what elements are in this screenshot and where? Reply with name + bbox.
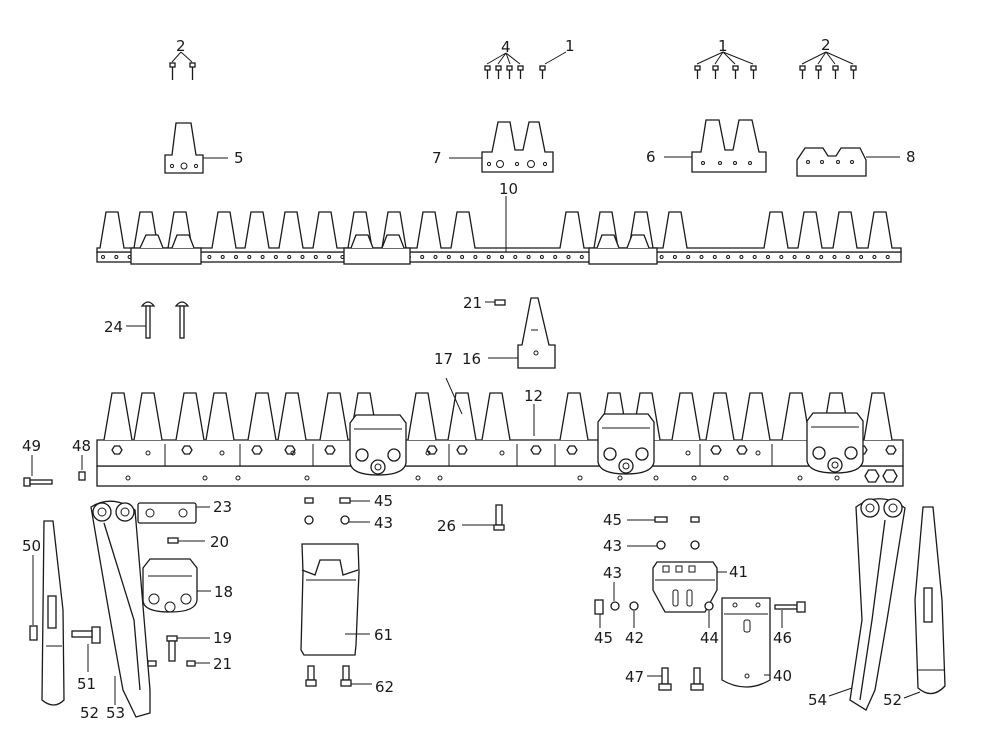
bolt-24 [126, 301, 190, 339]
callout-40: 40 [773, 667, 792, 685]
rivet-set-2-right [799, 51, 857, 79]
callout-44: 44 [700, 629, 719, 647]
callout-1: 1 [718, 37, 728, 55]
rivet-set-4 [484, 52, 524, 79]
nut-21-top [485, 299, 506, 306]
callout-12: 12 [524, 387, 543, 405]
drive-arm-54 [828, 498, 906, 711]
rivet-set-2-left [169, 51, 196, 80]
wear-plate-40 [721, 597, 771, 688]
bolt-47 [647, 667, 704, 691]
callout-43: 43 [603, 537, 622, 555]
callout-21: 21 [463, 294, 482, 312]
callout-51: 51 [77, 675, 96, 693]
callout-5: 5 [234, 149, 244, 167]
knife-section-low-8 [796, 147, 900, 177]
callout-45: 45 [603, 511, 622, 529]
callout-62: 62 [375, 678, 394, 696]
bolt-19 [166, 635, 210, 662]
callout-17: 17 [434, 350, 453, 368]
knife-section-double-7 [449, 121, 554, 173]
hold-down-23 [137, 502, 210, 524]
callout-48: 48 [72, 437, 91, 455]
callout-10: 10 [499, 180, 518, 198]
bolt-46 [774, 601, 806, 628]
bolt-62 [305, 665, 372, 687]
clip-18 [142, 558, 211, 613]
nut-45-lower [594, 599, 604, 628]
washer-44 [704, 601, 714, 628]
callout-49: 49 [22, 437, 41, 455]
callout-4: 4 [501, 38, 511, 56]
callout-16: 16 [462, 350, 481, 368]
callout-47: 47 [625, 668, 644, 686]
callout-45: 45 [374, 492, 393, 510]
callout-61: 61 [374, 626, 393, 644]
main-knife-assembly [96, 377, 904, 487]
guard-52-right [903, 506, 946, 699]
rivet-single-1 [539, 51, 567, 79]
washer-43-right [627, 540, 700, 550]
callout-7: 7 [432, 149, 442, 167]
callout-18: 18 [214, 583, 233, 601]
bolt-26 [462, 504, 505, 531]
callout-2: 2 [821, 36, 831, 54]
callout-54: 54 [808, 691, 827, 709]
callout-52: 52 [80, 704, 99, 722]
callout-8: 8 [906, 148, 916, 166]
callout-43: 43 [603, 564, 622, 582]
nut-45-center [304, 497, 370, 504]
nut-45-right [627, 516, 700, 523]
knife-section-16 [488, 297, 556, 369]
callout-labels: 2 4 1 1 2 5 7 6 8 10 21 24 17 16 12 49 4… [22, 36, 916, 722]
callout-21: 21 [213, 655, 232, 673]
callout-41: 41 [729, 563, 748, 581]
clip-41 [652, 561, 727, 613]
drive-arm-53 [90, 500, 151, 718]
callout-45: 45 [594, 629, 613, 647]
callout-2: 2 [176, 37, 186, 55]
callout-43: 43 [374, 514, 393, 532]
nut-48 [78, 455, 86, 481]
callout-23: 23 [213, 498, 232, 516]
guard-plate-61 [300, 543, 370, 656]
callout-20: 20 [210, 533, 229, 551]
bolt-51 [71, 626, 101, 672]
callout-19: 19 [213, 629, 232, 647]
callout-46: 46 [773, 629, 792, 647]
knife-section-single-5 [164, 122, 228, 174]
callout-50: 50 [22, 537, 41, 555]
callout-24: 24 [104, 318, 123, 336]
guard-50 [29, 520, 65, 706]
callout-26: 26 [437, 517, 456, 535]
nut-21-bottom [147, 660, 210, 667]
callout-52: 52 [883, 691, 902, 709]
nut-20 [167, 537, 205, 544]
callout-1: 1 [565, 37, 575, 55]
washer-43-center [304, 515, 370, 525]
callout-6: 6 [646, 148, 656, 166]
bolt-49 [23, 455, 53, 487]
knife-section-double-6 [664, 119, 767, 173]
washer-43-lower [610, 582, 639, 611]
callout-53: 53 [106, 704, 125, 722]
rivet-set-1-right [694, 51, 757, 79]
callout-42: 42 [625, 629, 644, 647]
knife-assembly-10 [96, 196, 902, 265]
